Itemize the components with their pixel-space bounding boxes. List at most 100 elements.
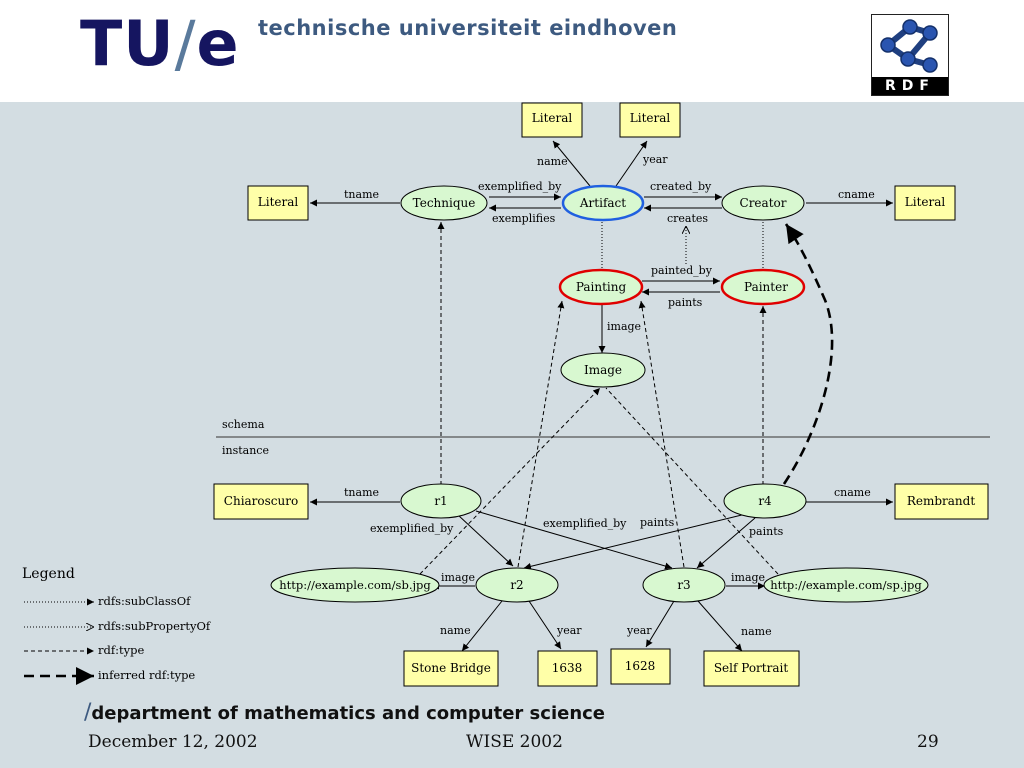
literal-year-box xyxy=(619,102,681,138)
literal-cname-text: Literal xyxy=(905,195,946,209)
rdf-logo: RDF xyxy=(871,14,949,96)
university-name: technische universiteit eindhoven xyxy=(258,16,678,40)
department-text: department of mathematics and computer s… xyxy=(91,703,606,724)
edge-r3-name xyxy=(697,600,743,652)
edge-label-r2-year: year xyxy=(556,624,582,637)
edge-label-r2-image: image xyxy=(441,571,475,584)
edge-label-r4-cname: cname xyxy=(834,486,871,499)
literal-1638-text: 1638 xyxy=(552,661,583,675)
literal-name-box xyxy=(521,102,583,138)
node-technique-label: Technique xyxy=(413,196,476,210)
node-artifact xyxy=(561,184,645,222)
logo-tu-text: TU xyxy=(80,7,175,80)
edge-label-r1-tname: tname xyxy=(344,486,379,499)
node-r4-label: r4 xyxy=(758,494,772,508)
node-painting-label: Painting xyxy=(576,280,627,294)
type-r3-painting xyxy=(638,300,685,568)
literal-1628-box xyxy=(610,648,671,685)
type-sb-image xyxy=(419,387,601,575)
node-r2-label: r2 xyxy=(510,578,523,592)
edge-label-creates: creates xyxy=(667,212,708,225)
footer-date: December 12, 2002 xyxy=(88,732,258,752)
edge-r1-r3 xyxy=(475,510,673,570)
literal-chiaroscuro-box xyxy=(213,483,309,520)
literal-tname-text: Literal xyxy=(258,195,299,209)
node-image-label: Image xyxy=(584,363,622,377)
node-sb-url xyxy=(270,567,440,603)
edge-label-exemplifies: exemplifies xyxy=(492,212,556,225)
logo-slash: / xyxy=(174,7,197,80)
literal-1628-text: 1628 xyxy=(625,659,656,673)
legend-type-label: rdf:type xyxy=(98,643,144,657)
node-artifact-label: Artifact xyxy=(579,196,626,210)
node-image xyxy=(560,352,646,388)
dept-slash: / xyxy=(84,700,92,725)
edge-label-name: name xyxy=(537,155,568,168)
node-sp-url-label: http://example.com/sp.jpg xyxy=(770,578,922,592)
footer-conference: WISE 2002 xyxy=(466,732,563,752)
department-name: /department of mathematics and computer … xyxy=(84,700,605,725)
node-painter-label: Painter xyxy=(744,280,788,294)
tue-logo: TU/e xyxy=(80,4,240,84)
rdf-logo-text: RDF xyxy=(872,77,948,95)
literal-chiaroscuro-text: Chiaroscuro xyxy=(224,494,298,508)
legend-subpropertyof-label: rdfs:subPropertyOf xyxy=(98,619,211,633)
node-technique xyxy=(400,185,488,221)
edge-label-exemplified-by: exemplified_by xyxy=(478,180,562,193)
edge-r1-r2 xyxy=(457,514,514,567)
edge-r4-r2 xyxy=(523,512,751,570)
edge-label-created-by: created_by xyxy=(650,180,712,193)
edge-label-r1-exemplified-by-2: exemplified_by xyxy=(543,517,627,530)
legend-inferred-label: inferred rdf:type xyxy=(98,668,195,682)
edge-r2-year xyxy=(528,600,562,650)
slide-footer xyxy=(0,706,1024,768)
node-painter xyxy=(720,268,806,306)
literal-stone-bridge-box xyxy=(403,650,499,687)
edge-artifact-name xyxy=(552,140,591,187)
edge-artifact-year xyxy=(615,140,648,187)
edge-label-r3-name: name xyxy=(741,625,772,638)
node-r3 xyxy=(642,567,726,603)
type-r2-painting xyxy=(517,300,565,568)
edge-label-image: image xyxy=(607,320,641,333)
node-creator-label: Creator xyxy=(740,196,787,210)
edge-label-r3-year: year xyxy=(626,624,652,637)
literal-cname-box xyxy=(894,185,956,221)
edge-label-r1-exemplified-by: exemplified_by xyxy=(370,522,454,535)
instance-label: instance xyxy=(222,444,269,457)
literal-self-portrait-text: Self Portrait xyxy=(714,661,789,675)
literal-1638-box xyxy=(537,650,598,687)
node-painting xyxy=(558,268,644,306)
type-sp-image xyxy=(605,387,779,575)
footer-page-number: 29 xyxy=(917,732,939,752)
node-sp-url xyxy=(763,567,929,603)
literal-rembrandt-text: Rembrandt xyxy=(907,494,975,508)
literal-stone-bridge-text: Stone Bridge xyxy=(411,661,491,675)
literal-name-text: Literal xyxy=(532,111,573,125)
edge-r3-year xyxy=(645,600,675,648)
edge-r4-r3 xyxy=(696,517,756,569)
schema-label: schema xyxy=(222,418,265,431)
node-sb-url-label: http://example.com/sb.jpg xyxy=(279,578,431,592)
logo-e-text: e xyxy=(196,7,240,80)
edge-label-r2-name: name xyxy=(440,624,471,637)
literal-tname-box xyxy=(247,185,309,221)
edge-label-year: year xyxy=(642,153,668,166)
literal-year-text: Literal xyxy=(630,111,671,125)
node-r1-label: r1 xyxy=(434,494,447,508)
edge-label-r4-paints-2: paints xyxy=(749,525,784,538)
node-r1 xyxy=(400,483,482,519)
inferred-type-r4-creator xyxy=(782,223,834,485)
rdf-diagram: schema instance name year tname exemplif… xyxy=(22,102,990,687)
edge-label-r4-paints: paints xyxy=(640,516,675,529)
slide-header: TU/e technische universiteit eindhoven R… xyxy=(0,0,1024,102)
slide-content: schema instance name year tname exemplif… xyxy=(0,102,1024,706)
node-r3-label: r3 xyxy=(677,578,690,592)
edge-r2-name xyxy=(461,600,503,652)
node-r2 xyxy=(475,567,559,603)
edge-label-tname: tname xyxy=(344,188,379,201)
node-r4 xyxy=(723,483,807,519)
edge-label-r3-image: image xyxy=(731,571,765,584)
node-creator xyxy=(721,185,805,221)
legend-title: Legend xyxy=(22,566,75,582)
